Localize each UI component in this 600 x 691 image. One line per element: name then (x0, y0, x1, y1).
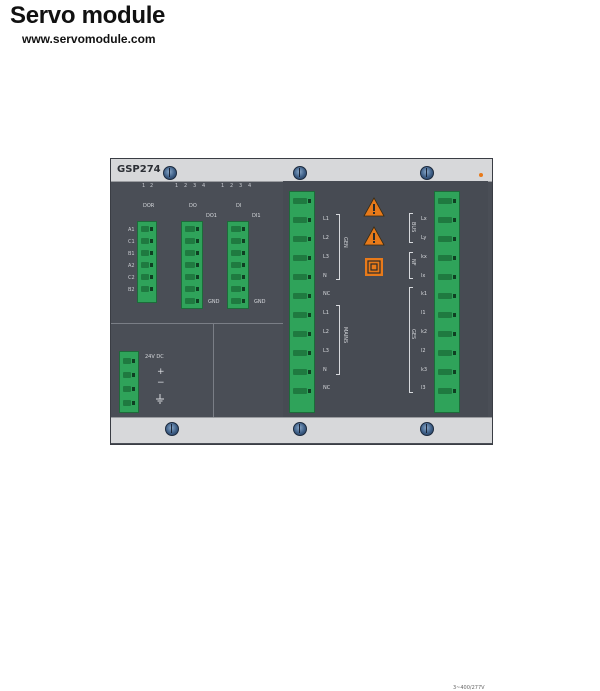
gen-bracket (336, 214, 340, 280)
panel-divider (111, 323, 283, 324)
gen-terminal-label: L1 (323, 216, 329, 222)
gnd-do-label: GND (208, 299, 220, 305)
bus-bracket (409, 213, 413, 243)
bus-terminal-label: Ly (421, 235, 427, 241)
ges-terminal-label: l2 (421, 348, 426, 354)
ges-terminal-label: k3 (421, 367, 428, 373)
dor-pin-label: A1 (128, 227, 135, 233)
rating-label: 3~400/277V (453, 685, 485, 691)
ges-terminal-label: k1 (421, 291, 428, 297)
model-label: GSP274 (117, 164, 161, 175)
minus-symbol: − (157, 378, 165, 388)
mains-terminal-label: NC (323, 385, 331, 391)
mains-terminal-label: L1 (323, 310, 329, 316)
ges-terminal-label: k2 (421, 329, 428, 335)
pin-number: 1 (142, 183, 146, 189)
bus-terminal-label: Lx (421, 216, 427, 222)
mains-terminal-label: L2 (323, 329, 329, 335)
mains-bracket (336, 305, 340, 375)
dor-pin-label: C2 (128, 275, 135, 281)
dor-pin-label: A2 (128, 263, 135, 269)
di-terminal-block (227, 221, 249, 309)
mains-group-label: MAINS (342, 327, 348, 344)
nf-terminal-label: kx (421, 254, 427, 260)
gen-terminal-label: N (323, 273, 327, 279)
do1-label: DO1 (206, 213, 217, 219)
do-terminal-block (181, 221, 203, 309)
dor-label: DOR (143, 203, 155, 209)
pin-number: 2 (150, 183, 154, 189)
bus-ges-terminal-block (434, 191, 460, 413)
gen-terminal-label: L3 (323, 254, 329, 260)
pin-number: 2 (184, 183, 188, 189)
screw-icon (420, 422, 434, 436)
dor-pin-label: B1 (128, 251, 135, 257)
gen-terminal-label: L2 (323, 235, 329, 241)
servo-module-device: GSP274 1 2 1 2 3 4 1 2 3 4 DOR DO DI DO1… (110, 158, 493, 691)
di1-label: DI1 (252, 213, 261, 219)
dor-pin-label: C1 (128, 239, 135, 245)
website-url: www.servomodule.com (22, 32, 156, 46)
ges-terminal-label: l3 (421, 385, 426, 391)
nf-bracket (409, 252, 413, 279)
ges-terminal-label: l1 (421, 310, 426, 316)
ground-icon (155, 391, 165, 409)
gnd-di-label: GND (254, 299, 266, 305)
page-title: Servo module (10, 2, 166, 29)
double-insulation-icon (364, 257, 384, 282)
status-led (479, 173, 483, 177)
screw-icon (420, 166, 434, 180)
plus-symbol: + (157, 367, 165, 377)
dor-terminal-block (137, 221, 157, 303)
pin-number: 3 (239, 183, 243, 189)
screw-icon (165, 422, 179, 436)
pin-number: 2 (230, 183, 234, 189)
screw-icon (293, 166, 307, 180)
panel-divider (213, 323, 214, 417)
nf-terminal-label: lx (421, 273, 426, 279)
mains-terminal-label: L3 (323, 348, 329, 354)
pin-number: 1 (221, 183, 225, 189)
gen-terminal-label: NC (323, 291, 331, 297)
warning-triangle-icon (363, 226, 385, 251)
screw-icon (163, 166, 177, 180)
power-terminal-block (119, 351, 139, 413)
pin-number: 4 (202, 183, 206, 189)
ges-bracket (409, 287, 413, 393)
do-label: DO (189, 203, 197, 209)
gen-mains-terminal-block (289, 191, 315, 413)
mains-terminal-label: N (323, 367, 327, 373)
pin-number: 3 (193, 183, 197, 189)
pin-number: 4 (248, 183, 252, 189)
screw-icon (293, 422, 307, 436)
gen-group-label: GEN (342, 237, 348, 248)
di-label: DI (236, 203, 242, 209)
dor-pin-label: B2 (128, 287, 135, 293)
power-label: 24V DC (145, 354, 164, 360)
warning-triangle-icon (363, 197, 385, 222)
pin-number: 1 (175, 183, 179, 189)
